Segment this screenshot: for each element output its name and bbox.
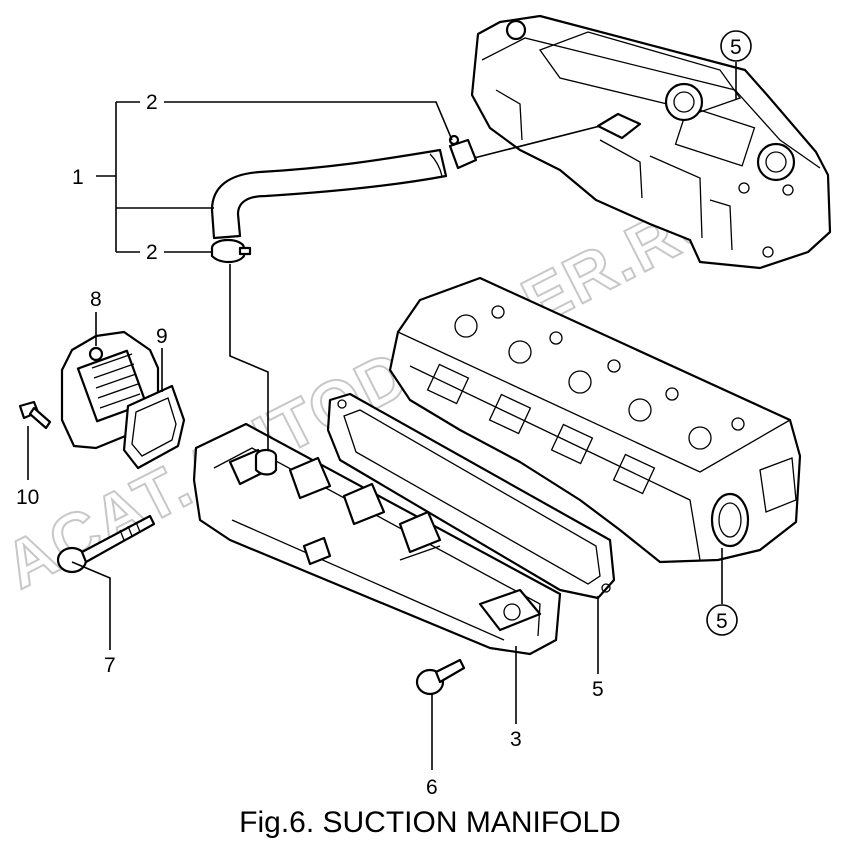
breather-hose bbox=[210, 148, 448, 240]
callout-5-gasket: 5 bbox=[592, 678, 604, 701]
hose-clamp-bottom bbox=[210, 238, 252, 264]
hose-clamp-top bbox=[448, 134, 478, 170]
cylinder-head-port-opening bbox=[710, 492, 750, 548]
callout-1: 1 bbox=[72, 166, 84, 189]
callout-ring-5-top bbox=[720, 30, 752, 62]
cylinder-head bbox=[388, 276, 802, 564]
cylinder-head-valve-seats bbox=[454, 305, 745, 450]
callout-2-top: 2 bbox=[146, 91, 158, 114]
callout-5-right: 5 bbox=[716, 610, 728, 633]
cylinder-head-ports bbox=[426, 363, 656, 495]
callout-2-bottom: 2 bbox=[146, 241, 158, 264]
callout-6: 6 bbox=[426, 776, 438, 799]
bolt-6 bbox=[415, 658, 466, 696]
callout-3: 3 bbox=[510, 728, 522, 751]
valve-cover bbox=[470, 14, 832, 270]
callout-5-top: 5 bbox=[730, 36, 742, 59]
suction-manifold bbox=[192, 422, 562, 656]
cover-gasket bbox=[122, 384, 186, 470]
callout-8: 8 bbox=[90, 288, 102, 311]
figure-caption: Fig.6. SUCTION MANIFOLD bbox=[239, 806, 621, 839]
callout-7: 7 bbox=[104, 654, 116, 677]
leader-lines bbox=[27, 62, 737, 770]
callout-ring-5-right bbox=[706, 604, 738, 636]
callout-9: 9 bbox=[156, 325, 168, 348]
hose-to-cover-line bbox=[473, 125, 601, 159]
bolt-10 bbox=[18, 400, 52, 430]
callout-10: 10 bbox=[16, 486, 39, 509]
bolt-7 bbox=[56, 514, 156, 574]
